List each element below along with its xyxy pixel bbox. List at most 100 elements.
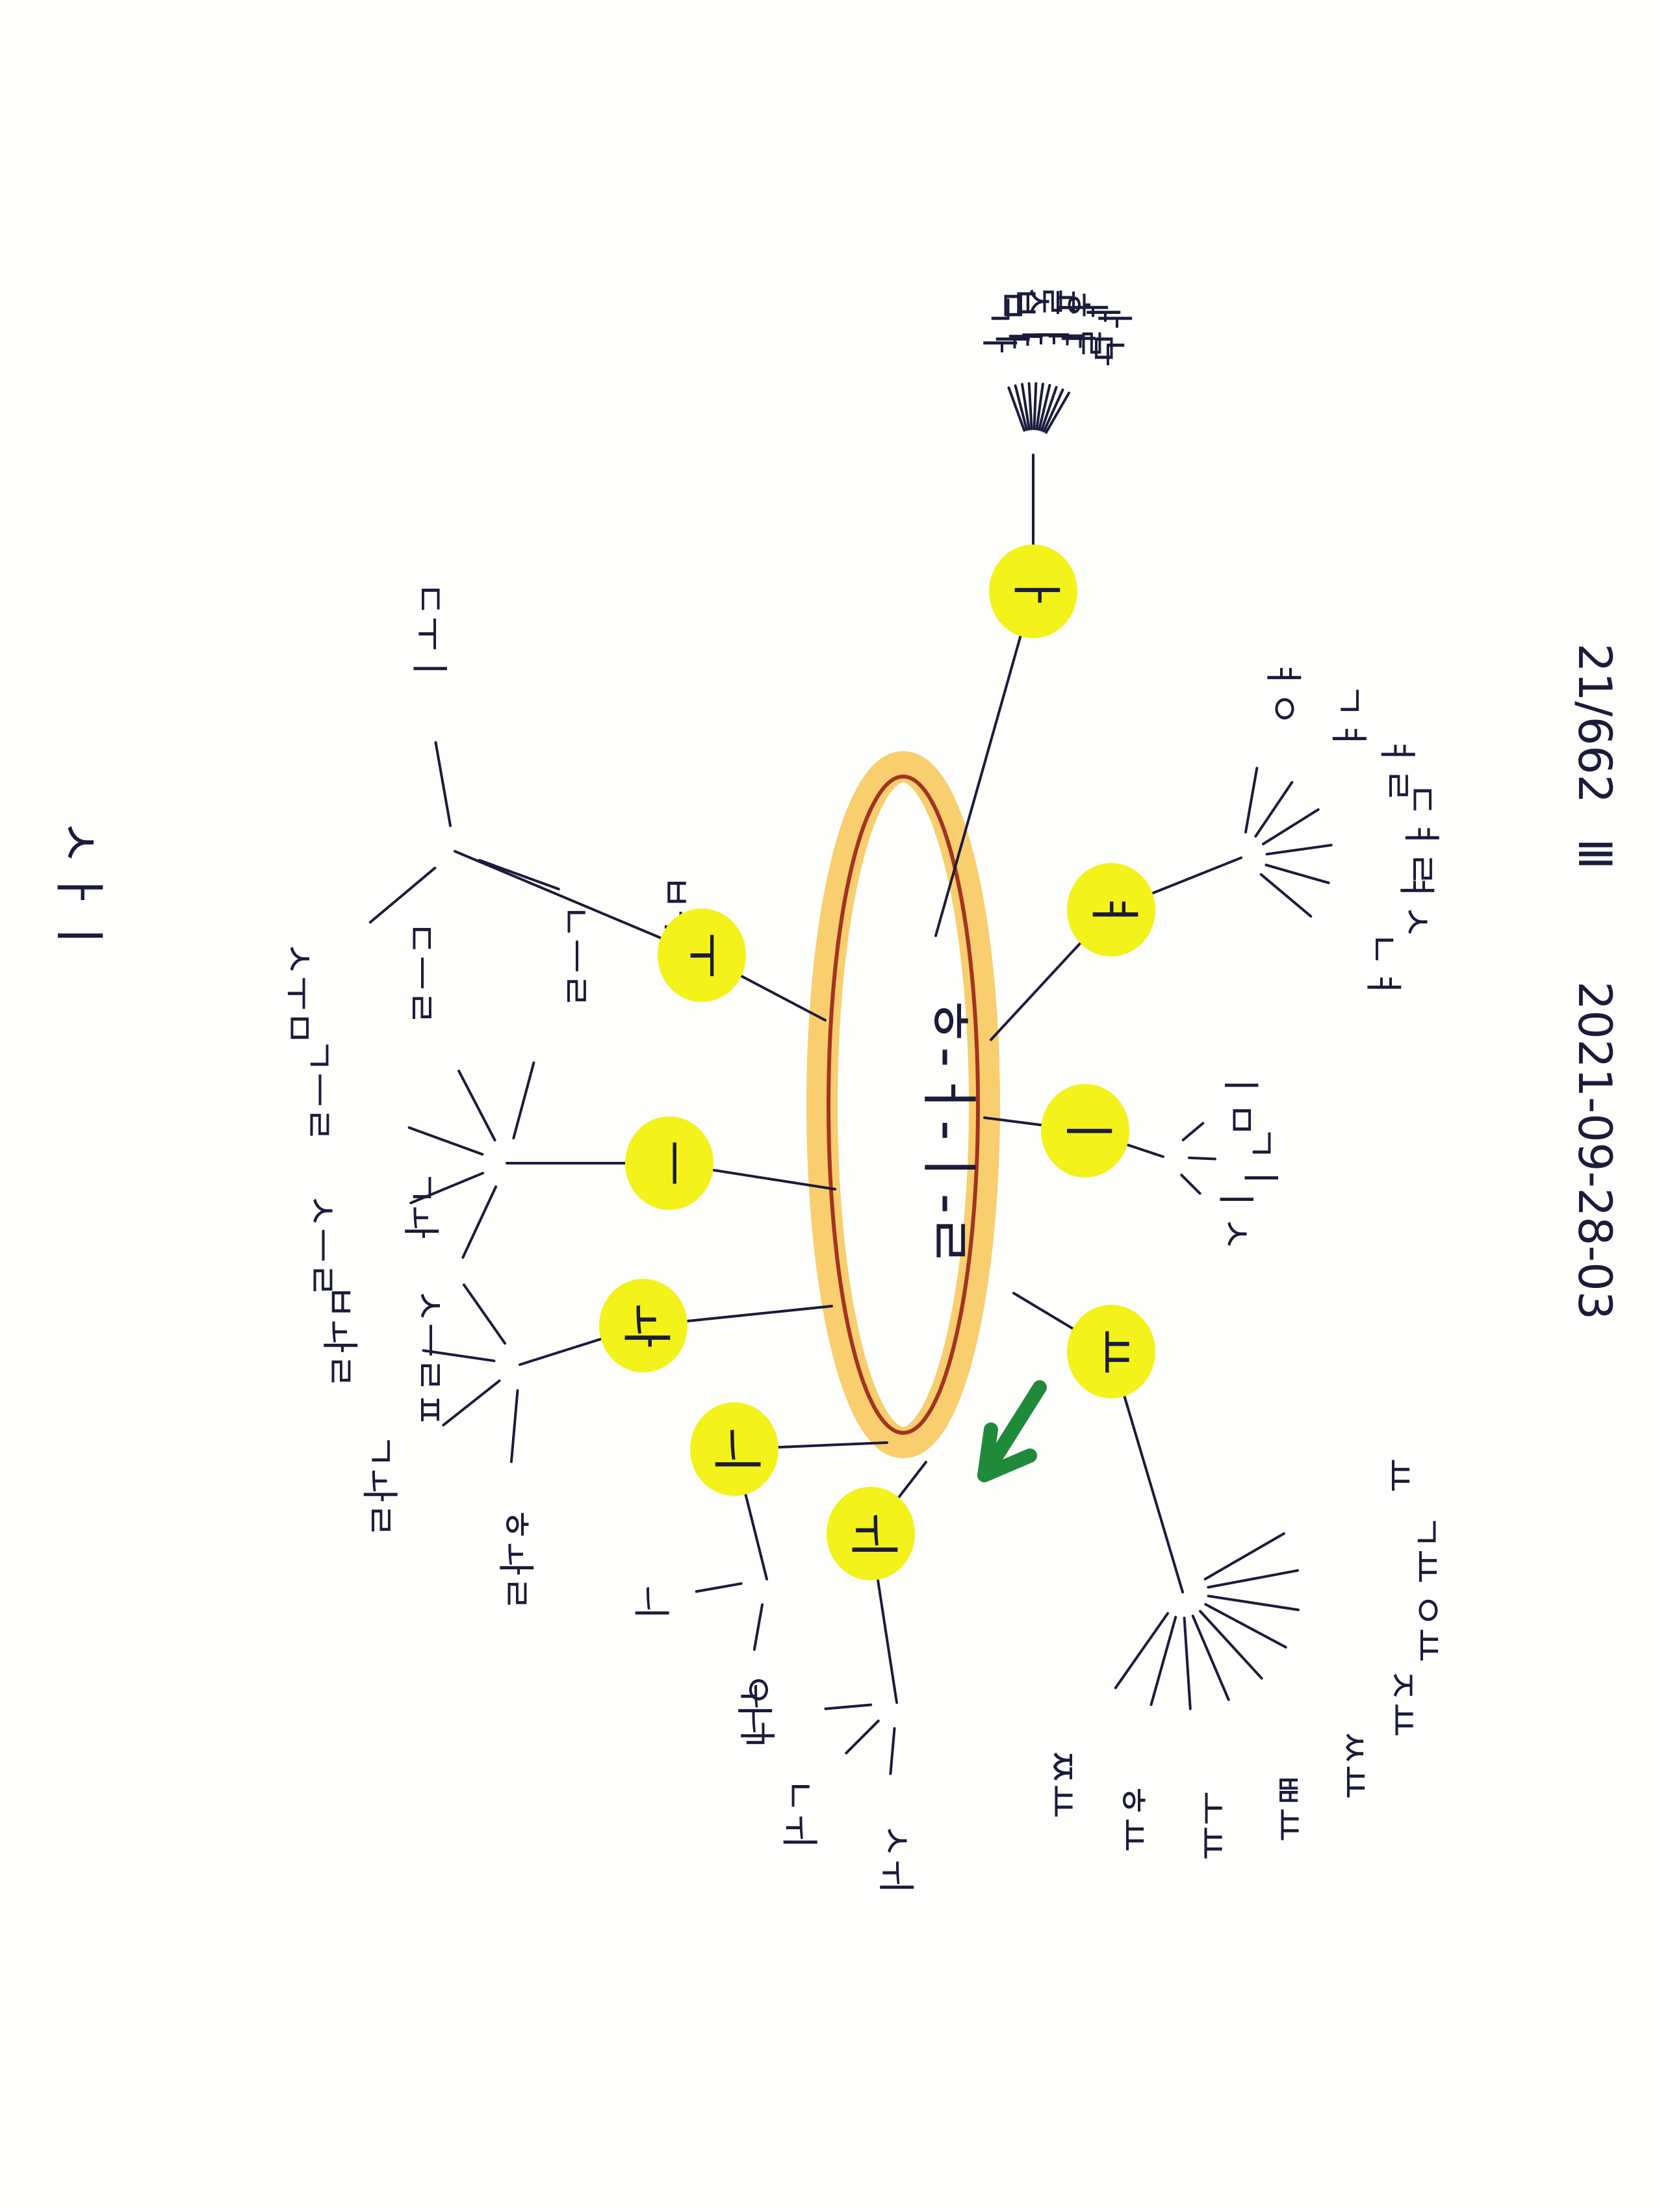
- branch-line: [1261, 808, 1320, 845]
- branch-line: [1045, 391, 1070, 434]
- branch-line: [1040, 385, 1058, 432]
- branch-word: ㅇㅛ: [1405, 1593, 1449, 1662]
- branch-line: [1042, 388, 1064, 433]
- hub-highlight: [690, 1402, 778, 1496]
- branch-line: [434, 741, 452, 827]
- branch-line: [1191, 1614, 1230, 1701]
- branch-word: ㅣㅅ: [1214, 1182, 1258, 1252]
- branch-word: ㅎㅘㄹ: [494, 1507, 538, 1611]
- branch-word: ㅟㄱ: [732, 1682, 777, 1751]
- branch-word: ㅗㅛ: [1189, 1791, 1233, 1860]
- branch-line: [1007, 386, 1026, 432]
- branch-line: [1265, 864, 1330, 884]
- header: 21/662 Ⅲ 2021-09-28-03: [1568, 643, 1621, 1320]
- branch-line: [478, 858, 560, 891]
- branch-line: [457, 1070, 496, 1142]
- branch-word: ㅅㅟ: [874, 1823, 918, 1893]
- branch-word: ㄴㅕ: [1361, 932, 1406, 1001]
- center-label: ㅎ-ㅓ-ㅣ-ㄹ: [916, 994, 983, 1267]
- hub-highlight: [625, 1116, 713, 1210]
- branch-word: ㅏㄹ: [1068, 291, 1112, 361]
- branch-word: ㄴㅟ: [777, 1778, 821, 1847]
- branch-line: [462, 1283, 507, 1345]
- hub-highlight: [599, 1279, 687, 1372]
- cluster: ㅅㅜㅁㄷㅜㅣㅂㅜㅓㅜ: [277, 582, 827, 1046]
- branch-line: [512, 1061, 535, 1140]
- branch-word: ㄱㅕ: [1326, 683, 1370, 752]
- branch-line: [1150, 1615, 1177, 1706]
- branch-word: ㅁㅏ: [990, 288, 1034, 357]
- branch-word: ㅎㅏ: [1055, 287, 1099, 357]
- branch-word: ㅕㄹ: [1375, 734, 1419, 803]
- loop-highlight: [806, 751, 1000, 1458]
- hub-highlight: [1067, 1305, 1155, 1398]
- branch-word: ㅂㅘㄹ: [318, 1284, 362, 1388]
- hub-highlight: [1067, 863, 1155, 957]
- branch-line: [368, 866, 437, 924]
- arrow-icon: [977, 1380, 1047, 1482]
- branch-word: ㅣㅁ: [1219, 1068, 1263, 1137]
- hub-highlight: [989, 545, 1077, 638]
- branch-line: [1207, 1595, 1300, 1612]
- branch-line: [1021, 383, 1031, 431]
- branch-word: ㅉㅛ: [1040, 1749, 1084, 1819]
- branch-line: [845, 1719, 880, 1755]
- branch-line: [1114, 1612, 1170, 1690]
- branch-line: [824, 1703, 873, 1710]
- branch-line: [1207, 1569, 1299, 1589]
- branch-line: [1187, 1156, 1216, 1161]
- branch-line: [422, 1349, 496, 1363]
- loop-outline: [827, 775, 980, 1435]
- branch-word: ㅅㅡㄹ: [300, 1193, 344, 1297]
- hub-highlight: [1041, 1084, 1129, 1177]
- branch-word: ㅍㅏ: [1042, 285, 1086, 355]
- branch-line: [1035, 383, 1044, 431]
- hub-vowel: ㅜ: [675, 932, 734, 979]
- branch-word: ㄱㅘ: [399, 1170, 443, 1240]
- cluster: ㄱㅏㅁㅏㅂㅏㅅㅏㄹㅏㅍㅏㅎㅏㅏㄹㅏㅁㅏㄴㅏ: [934, 284, 1137, 937]
- branch-line: [1199, 1610, 1263, 1680]
- branch-word: ㅎㅛ: [1111, 1782, 1155, 1852]
- branch-word: ㅃㅛ: [1265, 1773, 1309, 1842]
- branch-word: ㄱㅣ: [1239, 1125, 1283, 1195]
- hub-vowel: ㅣ: [1059, 1107, 1117, 1154]
- branch-line: [1014, 384, 1029, 431]
- branch-word: ㅕㅅ: [1394, 869, 1439, 939]
- corner-word: ㅅㅏㅣ: [49, 819, 108, 958]
- branch-word: ㄷㅡㄹ: [399, 921, 443, 1025]
- branch-line: [1244, 767, 1259, 834]
- branch-line: [1203, 1532, 1285, 1580]
- branch-word: ㅈㅛ: [1380, 1667, 1424, 1737]
- clusters: ㅅㅜㅁㄷㅜㅣㅂㅜㅓㅜㅅㅡㄹㅍㅅㅡㄹㄱㅡㄹㄷㅡㄹㄴㅡㄹㅡㅎㅘㄹㄱㅘㄹㅂㅘㄹㄱㅘㅘㅇ…: [277, 284, 1449, 1893]
- branch-line: [407, 1126, 484, 1156]
- branch-word: ㅏㄴ: [1092, 302, 1137, 372]
- branch-word: ㄱㅏ: [977, 292, 1021, 361]
- hub-connector: [934, 590, 1034, 937]
- hub-highlight: [827, 1487, 915, 1580]
- cluster: ㅅㅟㄴㅟㅟㄱㅟ: [732, 1461, 927, 1893]
- branch-word: ㄱㅛ: [1404, 1514, 1448, 1584]
- cluster: ㅣㅁㄱㅣㅣㅅ ㅣ: [983, 1068, 1283, 1252]
- hub-vowel: ㅛ: [1085, 1328, 1143, 1375]
- branch-word: ㅏㅁ: [1081, 296, 1125, 365]
- branch-line: [1027, 382, 1033, 431]
- header-code: 21/662: [1568, 643, 1621, 803]
- branch-word: ㅅㅜㅁ: [277, 942, 321, 1046]
- branch-word: ㄹㅏ: [1029, 284, 1073, 354]
- branch-line: [409, 1172, 485, 1205]
- branch-word: ㅕㅇ: [1261, 657, 1305, 727]
- branch-word: ㅆㅛ: [1331, 1730, 1376, 1799]
- header-date: 2021-09-28-03: [1568, 981, 1621, 1320]
- branch-line: [1033, 382, 1038, 431]
- branch-line: [889, 1727, 896, 1775]
- branch-word: ㄷㅜㅣ: [407, 582, 452, 686]
- branch-word: ㅇㅢ: [735, 1673, 779, 1742]
- branch-line: [442, 1379, 501, 1427]
- branch-word: ㅅㅡㄹㅍ: [407, 1288, 452, 1426]
- cluster: ㅇㅢㅢㅢ: [630, 1402, 888, 1742]
